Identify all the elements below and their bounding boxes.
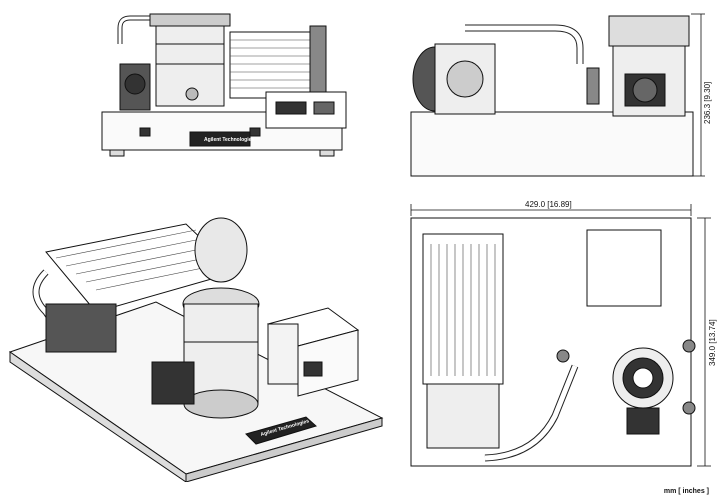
top-view: 429.0 [16.89] <box>405 196 717 476</box>
side-view-drawing: 236.3 [9.30] <box>410 13 712 177</box>
top-view-drawing: 429.0 [16.89] <box>410 200 717 467</box>
isometric-view: Agilent Technologies <box>6 212 386 482</box>
side-view: 236.3 [9.30] <box>405 4 715 184</box>
front-view-drawing: Agilent Technologies <box>101 13 347 157</box>
front-view-logo: Agilent Technologies <box>204 137 254 143</box>
units-note: mm [ inches ] <box>663 488 709 495</box>
height-dimension: 236.3 [9.30] <box>703 82 712 124</box>
depth-dimension: 349.0 [13.74] <box>708 319 717 366</box>
front-view: Agilent Technologies <box>80 4 360 184</box>
isometric-view-drawing: Agilent Technologies <box>8 217 384 482</box>
width-dimension: 429.0 [16.89] <box>525 200 572 209</box>
